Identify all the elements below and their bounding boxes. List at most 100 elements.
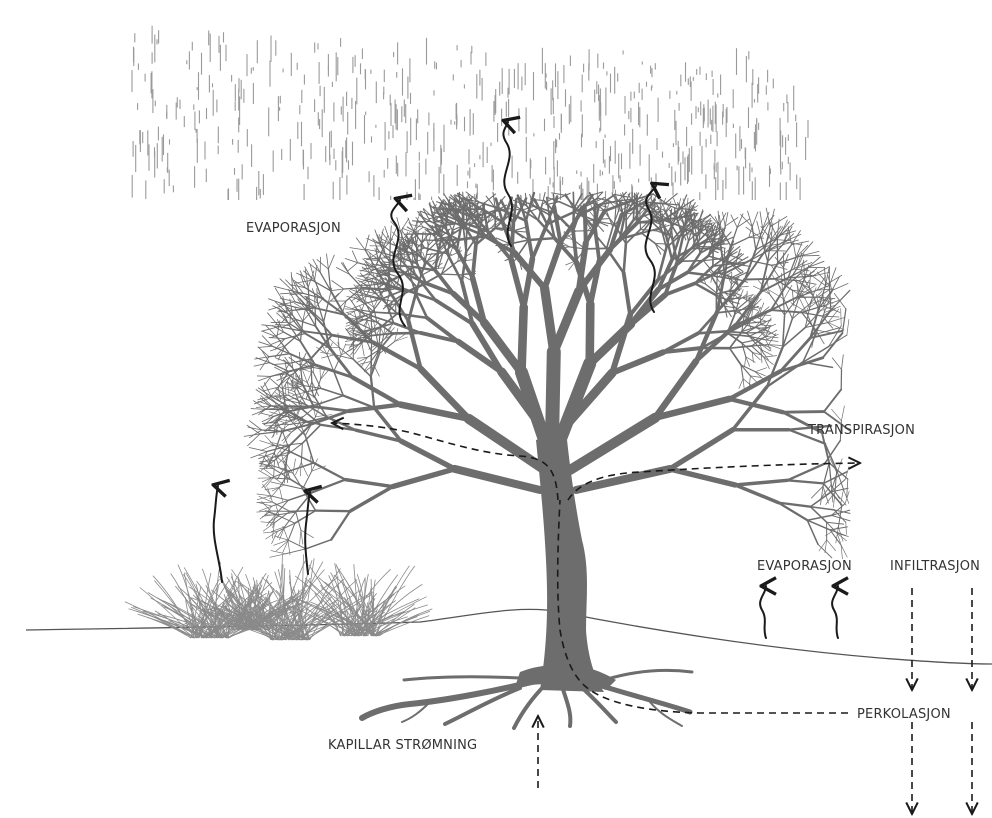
flow-paths — [332, 423, 972, 814]
tree-branch — [371, 333, 393, 335]
tree-branch — [314, 463, 346, 480]
tree-branch — [818, 544, 832, 558]
tree-branch — [592, 231, 607, 249]
tree-branch — [321, 388, 343, 395]
tree-branch — [371, 377, 374, 408]
tree-branch — [290, 511, 316, 512]
tree-branch — [841, 406, 844, 421]
tree-branch — [283, 541, 289, 553]
tree-branch — [824, 389, 841, 411]
grass-blade — [372, 566, 409, 636]
tree-branch — [296, 512, 301, 530]
tree-icon — [244, 192, 850, 728]
tree-branch — [380, 229, 383, 245]
tree-branch — [249, 448, 267, 452]
tree-branch — [393, 333, 421, 334]
tree-branch — [303, 471, 312, 489]
tree-branch — [306, 540, 331, 549]
tree-branch — [760, 212, 763, 229]
tree-branch — [301, 443, 302, 462]
tree-branch — [270, 554, 286, 558]
tree-branch — [783, 412, 824, 413]
tree-branch — [301, 530, 303, 544]
tree-branch — [291, 272, 293, 291]
tree-branch — [746, 333, 761, 334]
tree-branch — [300, 530, 301, 544]
label-percolation: PERKOLASJON — [857, 707, 951, 722]
tree-branch — [827, 540, 836, 551]
tree-branch — [585, 248, 606, 249]
tree-branch — [760, 325, 771, 326]
tree-branch — [832, 284, 848, 291]
tree-branch — [665, 194, 677, 204]
tree-branch — [700, 220, 701, 232]
tree-branch — [745, 279, 775, 280]
label-evaporation-top: EVAPORASJON — [246, 221, 341, 236]
tree-branch — [401, 441, 455, 469]
tree-branch — [332, 281, 344, 289]
tree-branch — [353, 377, 401, 404]
grass-evaporation-arrow-2 — [305, 492, 310, 574]
tree-branch — [401, 219, 409, 232]
tree-branch — [251, 409, 266, 410]
tree-branch — [585, 205, 586, 243]
tree-branch — [327, 254, 329, 269]
tree-branch — [529, 238, 555, 240]
tree-branch — [379, 327, 380, 343]
tree-branch — [698, 246, 713, 247]
tree-branch — [279, 487, 282, 501]
rain-cloud-icon — [132, 26, 808, 200]
tree-branch — [372, 258, 386, 259]
tree-branch — [842, 355, 844, 370]
tree-branch — [319, 396, 343, 404]
tree-branch — [787, 464, 824, 481]
tree-branch — [752, 212, 758, 227]
label-infiltration: INFILTRASJON — [890, 559, 980, 574]
tree-branch — [395, 337, 408, 342]
tree-branch — [769, 334, 776, 345]
tree-branch — [365, 235, 369, 250]
tree-branch — [784, 268, 786, 287]
tree-branch — [640, 214, 641, 230]
tree-branch — [698, 331, 725, 333]
label-capillary-flow: KAPILLAR STRØMNING — [328, 738, 477, 753]
tree-branch — [511, 260, 523, 307]
tree-branch — [257, 376, 271, 377]
tree-branch — [269, 354, 290, 357]
tree-branch — [347, 263, 357, 272]
tree-branch — [285, 549, 306, 554]
tree-branch — [312, 480, 346, 493]
tree-branch — [316, 511, 350, 512]
tree-branch — [832, 515, 851, 520]
tree-branch — [741, 365, 755, 372]
tree-branch — [545, 288, 554, 352]
grass-tuft-icon — [125, 554, 432, 640]
tree-branch — [374, 312, 397, 313]
tree-branch — [328, 255, 334, 269]
tree-branch — [343, 396, 374, 408]
tree-branch — [473, 245, 476, 278]
tree-branch — [522, 307, 524, 372]
tree-branch — [262, 478, 272, 488]
tree-branch — [273, 502, 291, 511]
tree-branch — [278, 512, 296, 515]
tree-branch — [590, 304, 591, 363]
tree-branch — [624, 244, 626, 273]
tree-branch — [302, 425, 320, 444]
tree-branch — [545, 243, 561, 289]
tree-branch — [595, 229, 599, 261]
tree-branch — [258, 347, 269, 357]
tree-branch — [829, 335, 847, 346]
tree-branch — [290, 479, 312, 492]
tree-branch — [730, 346, 752, 348]
tree-branch — [841, 308, 842, 326]
tree-branch — [368, 284, 384, 286]
tree-branch — [745, 357, 746, 367]
tree-branch — [288, 540, 306, 549]
tree-branch — [729, 371, 780, 399]
ground-evaporation-arrow-2 — [832, 586, 838, 638]
tree-branch — [397, 314, 427, 318]
tree-branch — [812, 267, 829, 276]
tree-branch — [827, 522, 844, 524]
